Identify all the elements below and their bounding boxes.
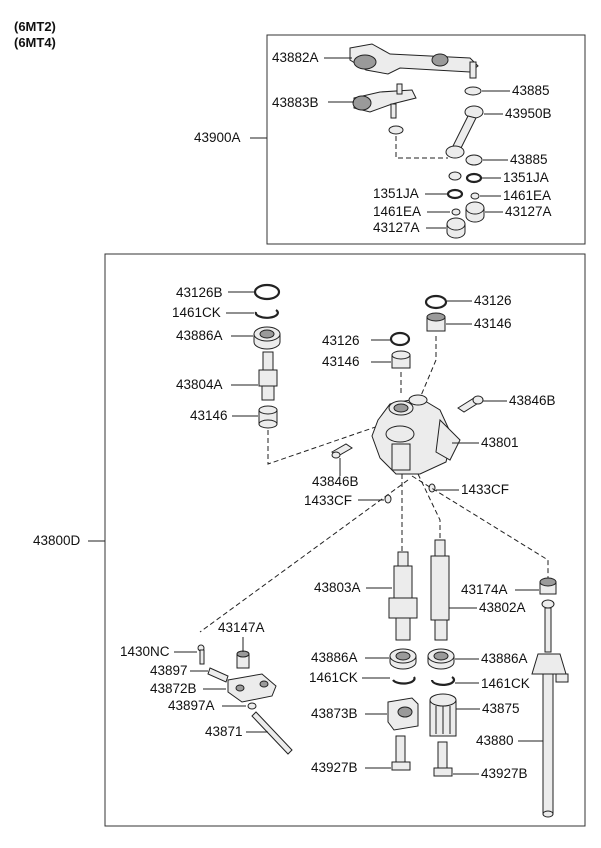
part-43803a-shaft <box>388 551 418 641</box>
assembly-box-43900a <box>266 34 586 245</box>
label-43147a: 43147A <box>218 620 265 635</box>
part-1433cf-right <box>428 483 436 493</box>
part-43127a-right <box>465 201 485 223</box>
part-43882a-lever <box>349 43 479 79</box>
label-43871: 43871 <box>205 724 243 739</box>
label-1430nc: 1430NC <box>120 644 170 659</box>
label-43802a: 43802A <box>479 600 526 615</box>
label-43126b: 43126B <box>176 285 223 300</box>
label-43927b-right: 43927B <box>481 766 528 781</box>
part-43885-bottom <box>465 154 483 166</box>
part-43846b-right <box>457 395 484 413</box>
part-43927b-left-bolt <box>391 735 411 771</box>
part-43846b-left <box>331 443 353 459</box>
part-43883b-lever <box>352 83 417 119</box>
dash-to-1430nc <box>199 479 409 633</box>
label-1433cf-right: 1433CF <box>461 482 509 497</box>
label-43174a: 43174A <box>461 582 508 597</box>
label-43800d: 43800D <box>33 533 81 548</box>
part-43146-right-bearing <box>426 312 446 332</box>
label-43886a-right: 43886A <box>481 651 528 666</box>
part-43897-pin <box>207 667 229 683</box>
label-1461ck-left: 1461CK <box>309 670 358 685</box>
part-43127a-left <box>446 217 466 239</box>
label-43803a: 43803A <box>314 580 361 595</box>
label-43882a: 43882A <box>272 50 319 65</box>
label-43872b: 43872B <box>150 681 197 696</box>
label-43146-mid: 43146 <box>322 354 360 369</box>
part-43927b-right-bolt <box>433 741 453 777</box>
label-1351ja-right: 1351JA <box>503 170 549 185</box>
part-43802a-shaft <box>430 539 450 641</box>
label-1461ea-left: 1461EA <box>373 204 421 219</box>
part-1461ea-right <box>470 192 480 200</box>
part-43871-shaft <box>251 711 293 755</box>
part-washer-upper <box>388 125 404 135</box>
label-43127a-left: 43127A <box>373 220 420 235</box>
label-43146-left: 43146 <box>190 408 228 423</box>
label-1461ck-right: 1461CK <box>481 676 530 691</box>
part-43885-top <box>464 86 482 96</box>
label-43950b: 43950B <box>505 106 552 121</box>
label-43886a-top: 43886A <box>176 328 223 343</box>
label-43801: 43801 <box>481 435 519 450</box>
part-43146-left-bearing <box>258 405 278 429</box>
part-43886a-top-bearing <box>253 326 281 350</box>
label-43127a-right: 43127A <box>505 204 552 219</box>
label-1433cf-left: 1433CF <box>304 493 352 508</box>
part-1430nc-pin <box>197 644 205 665</box>
label-43846b-left: 43846B <box>312 474 359 489</box>
part-43174a-bearing <box>539 577 557 595</box>
part-small-washer <box>448 171 462 181</box>
label-43897: 43897 <box>150 663 188 678</box>
part-43872b-bracket <box>227 673 277 703</box>
model-label-6mt4: (6MT4) <box>14 35 56 50</box>
part-1461ck-right <box>430 676 456 686</box>
label-43927b-left: 43927B <box>311 760 358 775</box>
label-43873b: 43873B <box>311 706 358 721</box>
dash-upper-left <box>395 136 448 159</box>
part-43804a-shaft <box>258 351 278 401</box>
label-1461ck-top: 1461CK <box>172 305 221 320</box>
assembly-box-43800d <box>104 253 586 827</box>
part-43126b <box>253 283 281 301</box>
part-43801-housing <box>371 394 461 475</box>
label-43897a: 43897A <box>168 698 215 713</box>
part-43886a-right-bearing <box>427 648 455 670</box>
label-43126-right: 43126 <box>474 293 512 308</box>
part-1461ea-left <box>451 208 461 216</box>
label-43804a: 43804A <box>176 377 223 392</box>
part-1461ck-left <box>392 676 416 685</box>
dash-right <box>419 336 437 399</box>
part-1351ja-right <box>465 172 483 184</box>
part-43897a-washer <box>247 702 257 710</box>
model-label-6mt2: (6MT2) <box>14 19 56 34</box>
part-43950b-link <box>445 105 484 159</box>
part-43873b-block <box>387 697 419 731</box>
part-43880-rod <box>531 599 569 818</box>
part-43886a-left-bearing <box>389 648 417 670</box>
label-43880: 43880 <box>476 733 514 748</box>
label-43883b: 43883B <box>272 95 319 110</box>
label-43900a: 43900A <box>194 130 241 145</box>
part-43147a-roller <box>236 650 250 669</box>
dash-to-43802a <box>417 473 441 540</box>
part-43126-right <box>424 294 448 310</box>
label-1461ea-right: 1461EA <box>503 188 551 203</box>
label-43885-bottom: 43885 <box>510 152 548 167</box>
label-43126-mid: 43126 <box>322 333 360 348</box>
part-1351ja-left <box>446 188 464 200</box>
dash-left-shaft <box>267 421 391 465</box>
label-1351ja-left: 1351JA <box>373 186 419 201</box>
label-43886a-left: 43886A <box>311 650 358 665</box>
label-43846b-right: 43846B <box>509 393 556 408</box>
part-1461ck-top <box>254 309 279 319</box>
part-43126-mid <box>389 331 411 347</box>
label-43885-top: 43885 <box>512 83 550 98</box>
label-43146-right: 43146 <box>474 316 512 331</box>
label-43875: 43875 <box>482 701 520 716</box>
part-43875-gear <box>429 693 457 737</box>
part-43146-mid-bearing <box>391 350 411 369</box>
